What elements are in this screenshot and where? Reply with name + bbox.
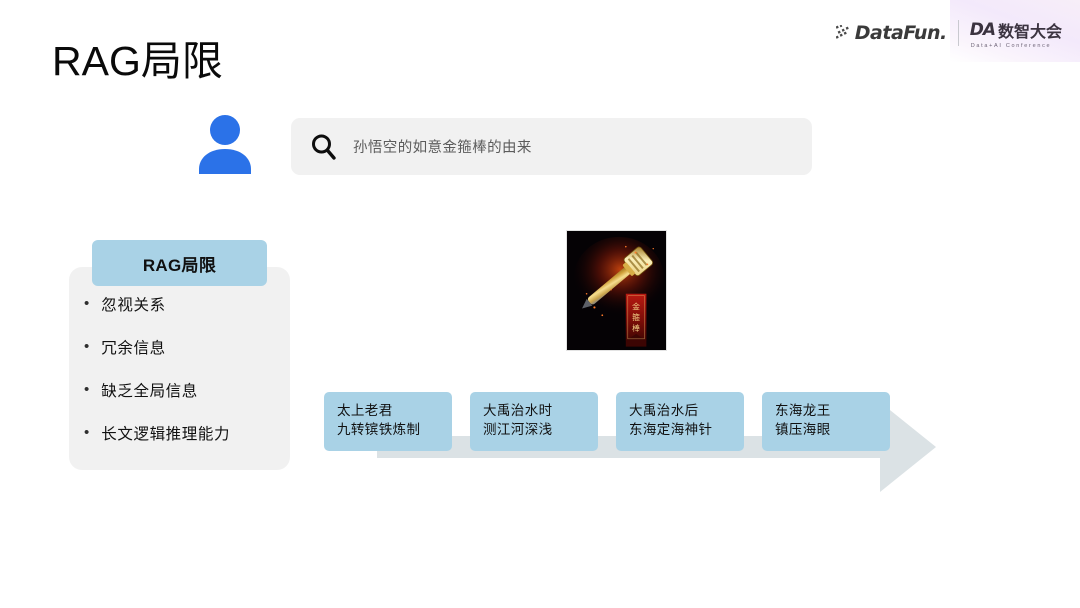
limitations-header: RAG局限 [92,240,267,286]
timeline-box[interactable]: 东海龙王 镇压海眼 [762,392,890,451]
svg-text:金: 金 [632,301,640,311]
list-item-label: 缺乏全局信息 [101,383,198,400]
timeline-box-list: 太上老君 九转镔铁炼制 大禹治水时 测江河深浅 大禹治水后 东海定海神针 东海龙… [324,392,890,451]
da-chinese-name: 数智大会 [997,23,1062,41]
timeline-box-line1: 太上老君 [337,403,393,418]
list-item: • 长文逻辑推理能力 [69,422,290,465]
da-logo-row: DA 数智大会 [970,18,1062,42]
bullet-icon: • [84,338,90,355]
bullet-icon: • [84,381,90,398]
jingubang-artwork: 金 箍 棒 [567,231,666,350]
bullet-icon: • [84,424,90,441]
timeline-box[interactable]: 太上老君 九转镔铁炼制 [324,392,452,451]
da-subtitle: Data+AI Conference [970,42,1052,49]
datafun-wordmark: DataFun. [854,22,947,44]
timeline-box-line2: 东海定海神针 [629,422,713,437]
list-item-label: 忽视关系 [101,297,166,314]
brand-divider [957,20,959,46]
timeline-box-line1: 大禹治水时 [483,403,553,418]
timeline-box-line2: 镇压海眼 [775,422,831,437]
page-title: RAG局限 [52,38,223,84]
search-query-text: 孙悟空的如意金箍棒的由来 [353,140,532,156]
dot-matrix-icon [835,24,849,39]
list-item: • 缺乏全局信息 [69,379,290,422]
list-item-label: 冗余信息 [101,340,166,357]
timeline: 太上老君 九转镔铁炼制 大禹治水时 测江河深浅 大禹治水后 东海定海神针 东海龙… [324,392,939,502]
datafun-logo: DataFun. [835,22,947,44]
svg-text:棒: 棒 [632,323,640,333]
brand-logos: DataFun. DA 数智大会 Data+AI Conference [835,18,1062,49]
list-item: • 忽视关系 [69,293,290,336]
timeline-box-line2: 九转镔铁炼制 [337,422,421,437]
limitations-list: • 忽视关系 • 冗余信息 • 缺乏全局信息 • 长文逻辑推理能力 [69,293,290,465]
list-item-label: 长文逻辑推理能力 [101,426,231,443]
da-mark: DA [969,19,996,40]
limitations-card [69,267,290,470]
timeline-box[interactable]: 大禹治水后 东海定海神针 [616,392,744,451]
bullet-icon: • [84,295,90,312]
da-conference-logo: DA 数智大会 Data+AI Conference [970,18,1062,49]
svg-text:箍: 箍 [632,312,640,322]
list-item: • 冗余信息 [69,336,290,379]
timeline-box-line2: 测江河深浅 [483,422,553,437]
timeline-box[interactable]: 大禹治水时 测江河深浅 [470,392,598,451]
timeline-box-line1: 大禹治水后 [629,403,699,418]
timeline-box-line1: 东海龙王 [775,403,831,418]
limitations-header-label: RAG局限 [142,255,217,275]
search-icon [312,134,336,160]
search-input[interactable]: 孙悟空的如意金箍棒的由来 [291,118,812,175]
jingubang-image: 金 箍 棒 [566,230,667,351]
person-icon [199,115,251,174]
